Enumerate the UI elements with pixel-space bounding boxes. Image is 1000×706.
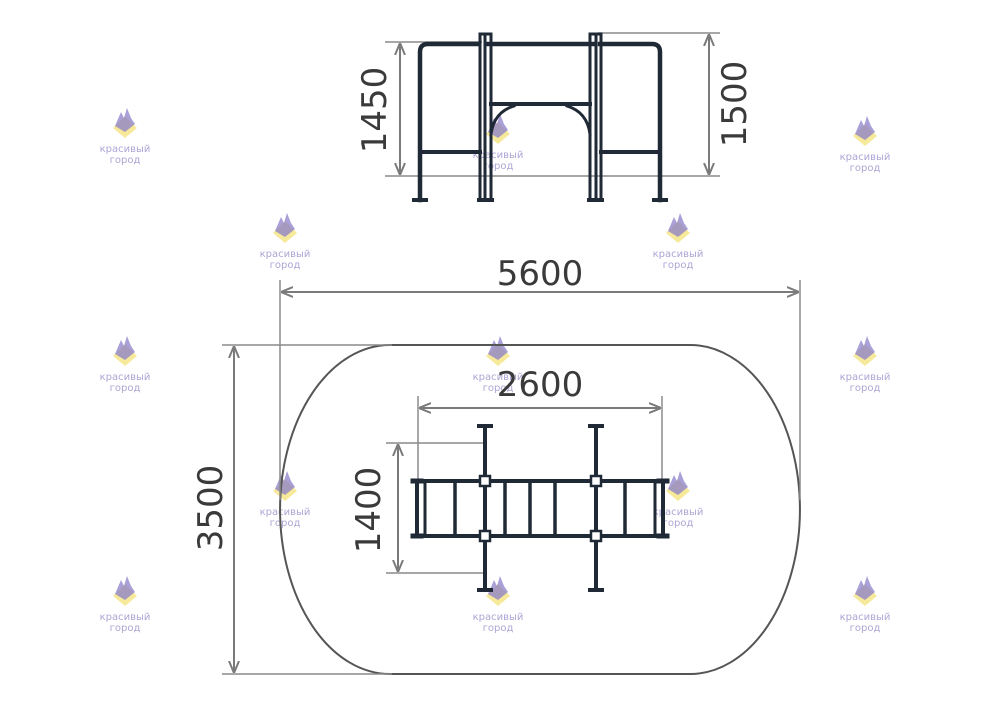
front-right-rail	[597, 41, 663, 203]
dim-label-zone-width: 5600	[497, 254, 584, 294]
watermark: красивый город	[260, 213, 311, 271]
watermark-line1: красивый	[100, 144, 151, 155]
watermark: красивый город	[100, 108, 151, 166]
watermark-line2: город	[110, 155, 141, 166]
watermark-line2: город	[270, 260, 301, 271]
dim-label-frame-width: 1400	[349, 467, 389, 554]
front-left-rail	[417, 41, 481, 203]
watermark: красивый город	[653, 213, 704, 271]
plan-frame	[410, 424, 670, 592]
plan-view: 5600 3500 2600 1400	[191, 254, 801, 675]
watermark-line1: красивый	[473, 612, 524, 623]
watermark: красивый город	[473, 576, 524, 634]
dim-label-front-right-height: 1500	[715, 61, 755, 148]
watermark-line2: город	[850, 383, 881, 394]
watermark-line2: город	[270, 518, 301, 529]
watermark-line2: город	[110, 383, 141, 394]
watermark-line1: красивый	[473, 372, 524, 383]
watermark: красивый город	[100, 336, 151, 394]
dim-label-zone-depth: 3500	[191, 465, 231, 552]
plan-joint	[478, 474, 492, 488]
watermark-line1: красивый	[100, 612, 151, 623]
front-bracket-left	[489, 104, 516, 136]
watermark-line2: город	[483, 383, 514, 394]
plan-joint	[589, 474, 603, 488]
watermark-line1: красивый	[840, 152, 891, 163]
watermark-layer: красивый город красивый город красивый г…	[100, 108, 891, 634]
dim-label-frame-length: 2600	[497, 365, 584, 405]
watermark-line1: красивый	[840, 612, 891, 623]
watermark-line2: город	[483, 161, 514, 172]
watermark-line1: красивый	[473, 150, 524, 161]
watermark-line2: город	[850, 623, 881, 634]
plan-joint	[478, 529, 492, 543]
watermark-line2: город	[663, 260, 694, 271]
front-frame	[412, 32, 668, 203]
watermark: красивый город	[840, 336, 891, 394]
watermark: красивый город	[473, 114, 524, 172]
dim-label-front-left-height: 1450	[355, 67, 395, 154]
watermark: красивый город	[260, 471, 311, 529]
watermark-line1: красивый	[260, 507, 311, 518]
safety-zone-outline	[279, 344, 801, 675]
watermark: красивый город	[473, 336, 524, 394]
watermark-line1: красивый	[840, 372, 891, 383]
watermark-line1: красивый	[653, 249, 704, 260]
watermark-line2: город	[850, 163, 881, 174]
watermark: красивый город	[653, 471, 704, 529]
watermark-line2: город	[663, 518, 694, 529]
watermark-line2: город	[483, 623, 514, 634]
watermark: красивый город	[840, 116, 891, 174]
watermark: красивый город	[840, 576, 891, 634]
watermark-line2: город	[110, 623, 141, 634]
watermark: красивый город	[100, 576, 151, 634]
watermark-line1: красивый	[260, 249, 311, 260]
watermark-line1: красивый	[653, 507, 704, 518]
front-bracket-right	[565, 104, 592, 136]
front-view: 1450 1500	[355, 32, 755, 203]
plan-joint	[589, 529, 603, 543]
watermark-line1: красивый	[100, 372, 151, 383]
